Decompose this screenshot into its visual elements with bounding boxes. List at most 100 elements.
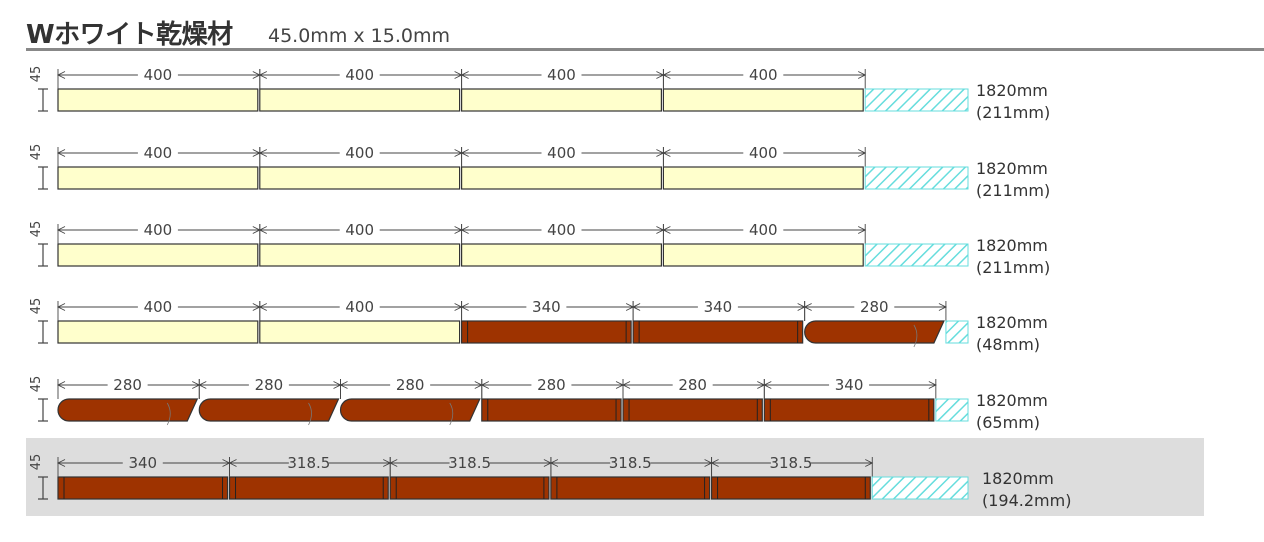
cut-piece: 340 bbox=[632, 298, 806, 344]
width-label: 45 bbox=[29, 221, 44, 238]
piece-length-label: 400 bbox=[749, 66, 778, 84]
width-label: 45 bbox=[29, 376, 44, 393]
cut-piece: 400 bbox=[460, 144, 665, 190]
waste-segment bbox=[935, 398, 969, 422]
piece-bar bbox=[461, 320, 632, 344]
piece-length-label: 400 bbox=[144, 221, 173, 239]
piece-length-label: 318.5 bbox=[609, 454, 652, 472]
cut-piece: 280 bbox=[198, 376, 342, 426]
piece-bar bbox=[259, 243, 461, 267]
piece-bar bbox=[198, 398, 340, 422]
cut-piece: 400 bbox=[460, 66, 665, 112]
cut-piece: 400 bbox=[56, 66, 261, 112]
piece-bar bbox=[710, 476, 871, 500]
piece-length-label: 400 bbox=[547, 221, 576, 239]
header-bar: Wホワイト乾燥材 45.0mm x 15.0mm bbox=[26, 10, 1264, 51]
piece-length-label: 280 bbox=[396, 376, 425, 394]
cut-piece: 400 bbox=[258, 66, 463, 112]
piece-length-label: 400 bbox=[749, 144, 778, 162]
angle-mark bbox=[449, 402, 454, 426]
dimension-line: 400 bbox=[662, 221, 867, 244]
piece-length-label: 318.5 bbox=[448, 454, 491, 472]
width-marker bbox=[38, 476, 48, 500]
piece-length-label: 400 bbox=[144, 66, 173, 84]
width-marker bbox=[38, 243, 48, 267]
piece-bar bbox=[622, 398, 763, 422]
dimension-line: 340 bbox=[763, 376, 937, 399]
piece-bar bbox=[57, 243, 259, 267]
cut-piece: 318.5 bbox=[389, 454, 552, 500]
board-remaining-length: (211mm) bbox=[976, 181, 1050, 200]
board-remaining-length: (48mm) bbox=[976, 335, 1040, 354]
piece-length-label: 280 bbox=[678, 376, 707, 394]
width-label: 45 bbox=[29, 454, 44, 471]
piece-length-label: 400 bbox=[345, 221, 374, 239]
page-title: Wホワイト乾燥材 bbox=[26, 20, 233, 50]
width-label: 45 bbox=[29, 66, 44, 83]
dimension-line: 280 bbox=[803, 298, 947, 321]
angle-mark bbox=[308, 402, 312, 426]
cut-piece: 400 bbox=[662, 221, 867, 267]
dimension-line: 400 bbox=[460, 66, 665, 89]
piece-bar bbox=[461, 88, 663, 112]
cut-piece: 340 bbox=[56, 454, 231, 500]
piece-bar bbox=[228, 476, 389, 500]
board-total-length: 1820mm bbox=[982, 469, 1054, 488]
piece-bar bbox=[662, 243, 864, 267]
piece-length-label: 400 bbox=[345, 298, 374, 316]
piece-bar bbox=[340, 398, 481, 422]
board-total-length: 1820mm bbox=[976, 313, 1048, 332]
piece-length-label: 318.5 bbox=[769, 454, 812, 472]
dimension-line: 318.5 bbox=[228, 454, 392, 477]
waste-segment bbox=[864, 166, 969, 190]
piece-bar bbox=[461, 243, 663, 267]
angle-mark bbox=[913, 324, 918, 348]
dimension-line: 318.5 bbox=[549, 454, 713, 477]
piece-bar bbox=[57, 476, 229, 500]
piece-bar bbox=[259, 166, 461, 190]
dimension-line: 400 bbox=[56, 221, 261, 244]
piece-bar bbox=[57, 88, 259, 112]
piece-bar bbox=[57, 398, 199, 422]
dimension-line: 400 bbox=[258, 66, 463, 89]
piece-bar bbox=[389, 476, 550, 500]
piece-length-label: 400 bbox=[547, 144, 576, 162]
waste-segment bbox=[864, 243, 969, 267]
piece-length-label: 340 bbox=[704, 298, 733, 316]
cut-piece: 400 bbox=[56, 144, 261, 190]
dimension-line: 280 bbox=[480, 376, 625, 399]
dimension-line: 280 bbox=[622, 376, 766, 399]
dimension-line: 400 bbox=[258, 221, 463, 244]
piece-length-label: 400 bbox=[144, 144, 173, 162]
piece-bar bbox=[662, 166, 864, 190]
dimension-line: 400 bbox=[258, 144, 463, 167]
dimension-line: 400 bbox=[56, 66, 261, 89]
cut-piece: 400 bbox=[662, 144, 867, 190]
piece-length-label: 400 bbox=[144, 298, 173, 316]
cut-piece: 318.5 bbox=[549, 454, 713, 500]
piece-bar bbox=[662, 88, 864, 112]
dimension-line: 280 bbox=[339, 376, 483, 399]
piece-bar bbox=[57, 320, 259, 344]
waste-segment bbox=[864, 88, 969, 112]
cut-piece: 280 bbox=[803, 298, 947, 348]
piece-bar bbox=[481, 398, 622, 422]
dimension-line: 340 bbox=[460, 298, 635, 321]
cut-piece: 318.5 bbox=[710, 454, 874, 500]
piece-length-label: 340 bbox=[128, 454, 157, 472]
dimension-line: 318.5 bbox=[710, 454, 874, 477]
cut-piece: 400 bbox=[56, 298, 261, 344]
cut-piece: 400 bbox=[258, 144, 463, 190]
piece-bar bbox=[259, 320, 461, 344]
dimension-line: 318.5 bbox=[389, 454, 552, 477]
cut-piece: 400 bbox=[662, 66, 867, 112]
dimension-line: 400 bbox=[56, 144, 261, 167]
dimension-line: 400 bbox=[460, 144, 665, 167]
piece-length-label: 280 bbox=[537, 376, 566, 394]
